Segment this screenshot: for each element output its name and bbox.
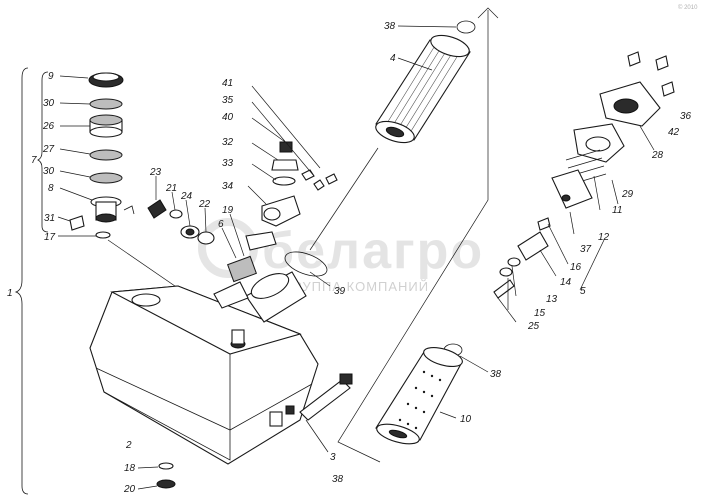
label-23: 23 xyxy=(149,167,162,178)
filler-cap-9 xyxy=(59,72,124,88)
sensor-3 xyxy=(299,373,353,453)
label-39: 39 xyxy=(334,286,346,297)
label-5: 5 xyxy=(580,286,586,297)
filter-element-10 xyxy=(375,343,489,445)
tank-neck xyxy=(213,271,307,323)
watermark-brand: белагро xyxy=(262,222,484,280)
label-26: 26 xyxy=(42,121,55,132)
label-34: 34 xyxy=(222,181,234,192)
label-33: 33 xyxy=(222,158,234,169)
label-24: 24 xyxy=(180,191,193,202)
label-15: 15 xyxy=(534,308,546,319)
label-14: 14 xyxy=(560,277,572,288)
label-41: 41 xyxy=(222,78,233,89)
label-36: 36 xyxy=(680,111,692,122)
label-32: 32 xyxy=(222,137,234,148)
drain-plug xyxy=(137,462,176,490)
watermark-corner: © 2010 xyxy=(678,4,698,11)
label-4: 4 xyxy=(390,53,396,64)
label-8: 8 xyxy=(48,183,54,194)
label-17: 17 xyxy=(44,232,56,243)
label-10: 10 xyxy=(460,414,472,425)
label-9: 9 xyxy=(48,71,54,82)
label-19: 19 xyxy=(222,205,234,216)
filter-element-26 xyxy=(60,114,123,138)
label-35: 35 xyxy=(222,95,234,106)
watermark-tagline: ГРУППА КОМПАНИЙ xyxy=(285,279,429,294)
gasket-27 xyxy=(59,148,123,161)
label-42: 42 xyxy=(668,127,680,138)
fittings-group xyxy=(147,176,257,283)
label-30-bottom: 30 xyxy=(43,166,55,177)
fuel-tank-2 xyxy=(89,285,319,465)
gasket-30-bottom xyxy=(59,170,123,184)
clamp-31 xyxy=(57,205,135,231)
label-28: 28 xyxy=(651,150,664,161)
label-29: 29 xyxy=(621,189,634,200)
label-13: 13 xyxy=(546,294,558,305)
label-3: 3 xyxy=(330,452,336,463)
label-38-mid: 38 xyxy=(490,369,502,380)
label-25: 25 xyxy=(527,321,540,332)
label-31: 31 xyxy=(44,213,55,224)
label-37: 37 xyxy=(580,244,592,255)
label-30-top: 30 xyxy=(43,98,55,109)
label-21: 21 xyxy=(165,183,177,194)
filter-housing-assembly xyxy=(493,51,675,323)
label-6: 6 xyxy=(218,219,224,230)
label-1: 1 xyxy=(7,288,13,299)
o-ring-39 xyxy=(284,251,331,287)
label-27: 27 xyxy=(42,144,55,155)
assembly-braces xyxy=(14,67,49,495)
watermark: белагро ГРУППА КОМПАНИЙ © 2010 xyxy=(198,4,698,294)
label-12: 12 xyxy=(598,232,610,243)
washer-17 xyxy=(58,231,111,239)
label-11: 11 xyxy=(612,205,622,216)
label-2: 2 xyxy=(125,440,132,451)
label-38-top: 38 xyxy=(384,21,396,32)
label-16: 16 xyxy=(570,262,582,273)
label-38-bottom: 38 xyxy=(332,474,344,485)
filler-neck-8 xyxy=(59,187,122,223)
label-20: 20 xyxy=(123,484,136,495)
filter-element-4 xyxy=(375,20,476,144)
top-fittings xyxy=(245,85,338,251)
label-18: 18 xyxy=(124,463,136,474)
label-7: 7 xyxy=(31,155,37,166)
label-40: 40 xyxy=(222,112,234,123)
gasket-30-top xyxy=(59,98,123,110)
label-22: 22 xyxy=(198,199,211,210)
callout-labels: 9 30 26 27 7 30 8 31 17 1 23 21 24 22 19… xyxy=(7,21,692,495)
